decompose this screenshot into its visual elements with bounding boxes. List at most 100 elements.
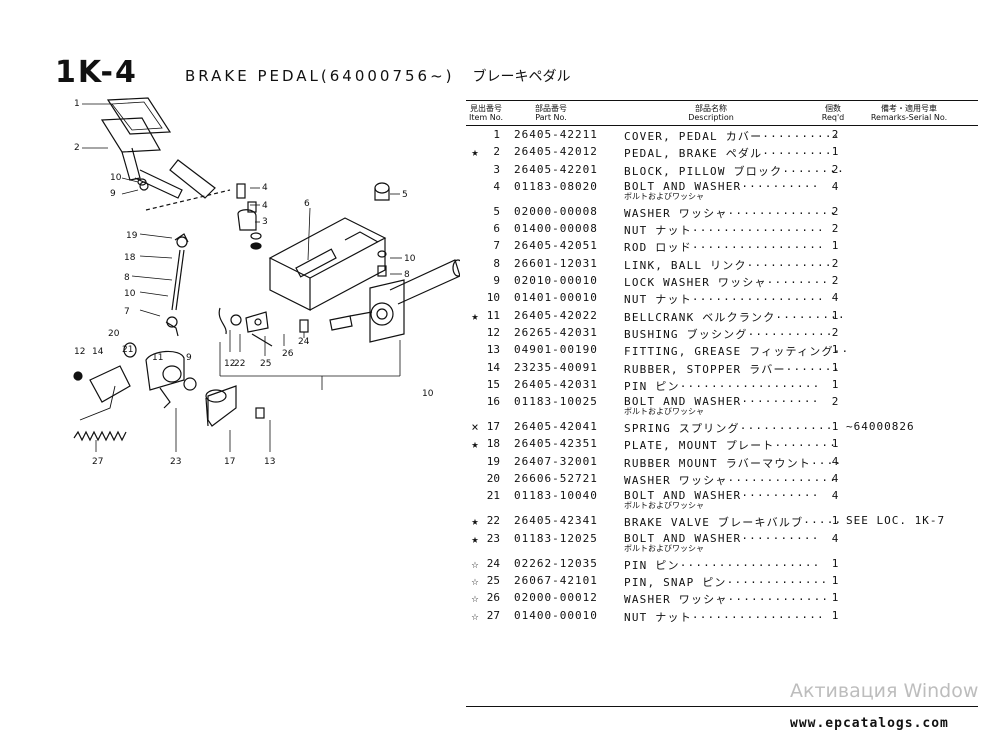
quantity: 1	[831, 239, 839, 253]
description: WASHER ワッシャ·············	[624, 593, 830, 607]
quantity: 1	[831, 591, 839, 605]
part-number: 02000-00012	[514, 591, 598, 605]
item-number: 6	[493, 222, 500, 236]
col-part-jp: 部品番号	[535, 104, 567, 113]
part-number: 02262-12035	[514, 556, 598, 570]
callout-number: 13	[264, 457, 275, 467]
pin-15-drawing	[205, 385, 265, 427]
pedal-assembly-drawing	[100, 97, 231, 211]
quantity: 4	[831, 179, 839, 193]
description: WASHER ワッシャ··············	[624, 474, 838, 488]
table-row: ★ 11 26405-42022 BELLCRANK ベルクランク·········1	[466, 307, 978, 324]
part-number: 02010-00010	[514, 274, 598, 288]
item-number: 24	[486, 556, 500, 570]
description: PEDAL, BRAKE ペダル·········	[624, 147, 833, 161]
quantity: 1	[831, 556, 839, 570]
description: LOCK WASHER ワッシャ········	[624, 276, 830, 290]
subtitle-jp: ブレーキペダル	[472, 69, 571, 85]
page-subtitle: BRAKE PEDAL(64000756~)ブレーキペダル	[185, 66, 571, 86]
part-number: 26407-32001	[514, 454, 598, 468]
item-number: 11	[486, 308, 500, 322]
quantity: 1	[831, 360, 839, 374]
item-mark: ☆	[471, 591, 479, 606]
quantity: 2	[831, 162, 839, 176]
parts-table: 見出番号 Item No. 部品番号 Part No. 部品名称 Descrip…	[466, 100, 978, 624]
callout-number: 8	[124, 273, 130, 283]
item-mark: ★	[471, 531, 479, 546]
item-number: 18	[486, 437, 500, 451]
callout-number: 11	[152, 353, 163, 363]
quantity: 4	[831, 531, 839, 545]
item-mark: ★	[471, 308, 479, 323]
item-number: 22	[486, 514, 500, 528]
part-number: 26606-52721	[514, 472, 598, 486]
description: FITTING, GREASE フィッティング··	[624, 345, 850, 359]
item-number: 14	[486, 360, 500, 374]
callout-number: 4	[262, 183, 268, 193]
item-mark: ×	[471, 420, 479, 435]
description: NUT ナット·················	[624, 610, 825, 624]
quantity: 2	[831, 274, 839, 288]
item-mark: ☆	[471, 573, 479, 588]
part-number: 26405-42041	[514, 420, 598, 434]
part-number: 26405-42022	[514, 308, 598, 322]
quantity: 2	[831, 325, 839, 339]
item-mark: ☆	[471, 608, 479, 623]
callout-number: 19	[126, 231, 138, 241]
description: BOLT AND WASHER··········	[624, 395, 820, 409]
item-number: 16	[486, 395, 500, 409]
col-qty-jp: 個数	[825, 104, 841, 113]
callout-number: 8	[404, 270, 410, 280]
part-number: 01400-00008	[514, 222, 598, 236]
callout-number: 10	[110, 173, 122, 183]
part-number: 26405-42201	[514, 162, 598, 176]
callout-number: 21	[122, 345, 133, 355]
bellcrank-drawing	[73, 342, 197, 421]
quantity: 2	[831, 395, 839, 409]
callout-number: 18	[124, 253, 136, 263]
callout-number: 22	[234, 359, 245, 369]
description: RUBBER, STOPPER ラバー·······	[624, 362, 841, 376]
col-rem-en: Remarks-Serial No.	[870, 113, 948, 122]
col-item-no: 見出番号 Item No.	[466, 104, 506, 122]
quantity: 2	[831, 222, 839, 236]
callout-number: 17	[224, 457, 235, 467]
callout-number: 10	[404, 254, 416, 264]
callout-number: 26	[282, 349, 294, 359]
quantity: 1	[831, 343, 839, 357]
description: PIN ピン··················	[624, 558, 821, 572]
part-number: 01183-08020	[514, 179, 598, 193]
callout-number: 23	[170, 457, 181, 467]
description-jp: ボルトおよびワッシャ	[624, 543, 704, 553]
part-number: 01183-10040	[514, 489, 598, 503]
quantity: 1	[831, 308, 839, 322]
item-number: 9	[493, 274, 500, 288]
description-jp: ボルトおよびワッシャ	[624, 407, 704, 417]
description: BLOCK, PILLOW ブロック········	[624, 164, 845, 178]
leader-lines	[82, 103, 402, 452]
col-remarks: 備考・適用号車 Remarks-Serial No.	[864, 104, 954, 122]
part-number: 23235-40091	[514, 360, 598, 374]
item-number: 21	[486, 489, 500, 503]
footer-rule	[466, 706, 978, 707]
part-number: 01400-00010	[514, 608, 598, 622]
col-part-en: Part No.	[535, 113, 567, 122]
quantity: 4	[831, 291, 839, 305]
description: BELLCRANK ベルクランク·········	[624, 310, 846, 324]
part-number: 01183-10025	[514, 395, 598, 409]
description: PIN, SNAP ピン·············	[624, 575, 829, 589]
quantity: 1	[831, 608, 839, 622]
col-description: 部品名称 Description	[666, 104, 756, 122]
